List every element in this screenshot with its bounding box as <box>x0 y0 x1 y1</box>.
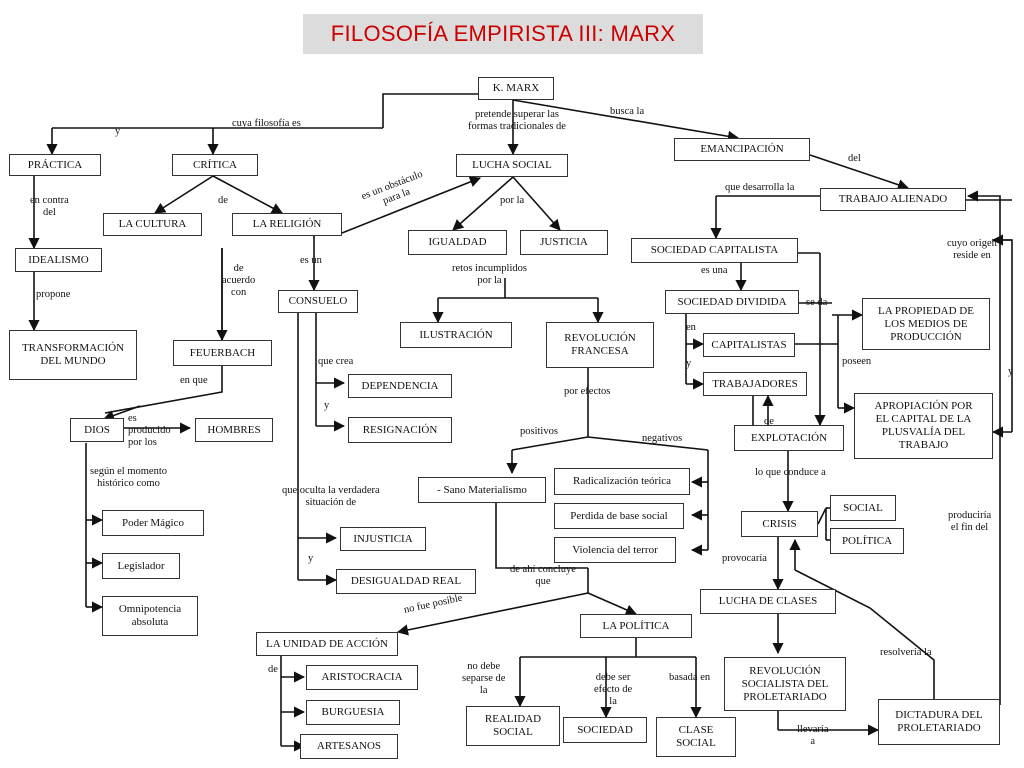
label-propone: propone <box>36 289 71 300</box>
label-por-efectos: por efectos <box>564 386 611 397</box>
label-resolveria-la: resolvería la <box>880 647 932 658</box>
label-por-la-1: por la <box>500 195 525 206</box>
node-dios: DIOS <box>70 418 124 442</box>
node-la-politica: LA POLÍTICA <box>580 614 692 638</box>
node-radicalizacion: Radicalización teórica <box>554 468 690 495</box>
node-transformacion: TRANSFORMACIÓN DEL MUNDO <box>9 330 137 380</box>
label-y-left: y <box>115 126 121 137</box>
page-title: FILOSOFÍA EMPIRISTA III: MARX <box>303 14 703 54</box>
node-justicia: JUSTICIA <box>520 230 608 255</box>
label-es-producido: es producido por los <box>128 413 171 448</box>
node-practica: PRÁCTICA <box>9 154 101 176</box>
node-trabajadores: TRABAJADORES <box>703 372 807 396</box>
node-idealismo: IDEALISMO <box>15 248 102 272</box>
label-y-dep: y <box>324 400 330 411</box>
label-del: del <box>848 153 861 164</box>
node-revolucion-francesa: REVOLUCIÓN FRANCESA <box>546 322 654 368</box>
node-hombres: HOMBRES <box>195 418 273 442</box>
node-politica-box: POLÍTICA <box>830 528 904 554</box>
node-consuelo: CONSUELO <box>278 290 358 313</box>
label-basada-en: basada en <box>669 672 711 683</box>
label-cuya-filosofia: cuya filosofía es <box>232 118 301 129</box>
label-segun-momento: según el momento histórico como <box>90 466 167 489</box>
label-en-que: en que <box>180 375 208 386</box>
node-igualdad: IGUALDAD <box>408 230 507 255</box>
node-perdida-base: Perdida de base social <box>554 503 684 529</box>
node-social: SOCIAL <box>830 495 896 521</box>
label-no-debe-separarse: no debe separse de la <box>462 661 506 696</box>
node-la-cultura: LA CULTURA <box>103 213 202 236</box>
label-produciria: produciría el fin del <box>948 510 992 533</box>
node-feuerbach: FEUERBACH <box>173 340 272 366</box>
label-de-critica: de <box>218 195 228 206</box>
node-aristocracia: ARISTOCRACIA <box>306 665 418 690</box>
node-capitalistas: CAPITALISTAS <box>703 333 795 357</box>
node-dependencia: DEPENDENCIA <box>348 374 452 398</box>
node-crisis: CRISIS <box>741 511 818 537</box>
node-dictadura: DICTADURA DEL PROLETARIADO <box>878 699 1000 745</box>
node-sociedad-capitalista: SOCIEDAD CAPITALISTA <box>631 238 798 263</box>
node-sano-materialismo: - Sano Materialismo <box>418 477 546 503</box>
node-propiedad-medios: LA PROPIEDAD DE LOS MEDIOS DE PRODUCCIÓN <box>862 298 990 350</box>
label-en: en <box>686 322 696 333</box>
node-legislador: Legislador <box>102 553 180 579</box>
node-injusticia: INJUSTICIA <box>340 527 426 551</box>
node-resignacion: RESIGNACIÓN <box>348 417 452 443</box>
node-artesanos: ARTESANOS <box>300 734 398 759</box>
label-debe-ser-efecto: debe ser efecto de la <box>594 672 633 707</box>
label-de-unidad: de <box>268 664 278 675</box>
label-que-desarrolla: que desarrolla la <box>725 182 795 193</box>
node-sociedad-dividida: SOCIEDAD DIVIDIDA <box>665 290 799 314</box>
label-que-crea: que crea <box>318 356 354 367</box>
label-de-ahi-concluye: de ahí concluye que <box>510 564 576 587</box>
label-en-contra-del: en contra del <box>30 195 69 218</box>
label-negativos: negativos <box>642 433 683 444</box>
node-desigualdad-real: DESIGUALDAD REAL <box>336 569 476 594</box>
node-burguesia: BURGUESIA <box>306 700 400 725</box>
node-sociedad: SOCIEDAD <box>563 717 647 743</box>
label-de-expl: de <box>764 416 774 427</box>
label-lo-que-conduce: lo que conduce a <box>755 467 826 478</box>
label-cuyo-origen: cuyo origen reside en <box>947 238 997 261</box>
node-omnipotencia: Omnipotencia absoluta <box>102 596 198 636</box>
node-unidad-accion: LA UNIDAD DE ACCIÓN <box>256 632 398 656</box>
label-positivos: positivos <box>520 426 558 437</box>
node-emancipacion: EMANCIPACIÓN <box>674 138 810 161</box>
node-la-religion: LA RELIGIÓN <box>232 213 342 236</box>
label-llevaria-a: llevaría a <box>797 724 829 747</box>
label-de-acuerdo-con: de acuerdo con <box>222 263 256 298</box>
label-poseen: poseen <box>842 356 872 367</box>
node-apropiacion: APROPIACIÓN POR EL CAPITAL DE LA PLUSVAL… <box>854 393 993 459</box>
node-revolucion-socialista: REVOLUCIÓN SOCIALISTA DEL PROLETARIADO <box>724 657 846 711</box>
node-k-marx: K. MARX <box>478 77 554 100</box>
label-busca-la: busca la <box>610 106 645 117</box>
node-lucha-social: LUCHA SOCIAL <box>456 154 568 177</box>
label-que-oculta: que oculta la verdadera situación de <box>282 485 380 508</box>
label-es-un: es un <box>300 255 322 266</box>
node-violencia-terror: Violencia del terror <box>554 537 676 563</box>
node-ilustracion: ILUSTRACIÓN <box>400 322 512 348</box>
node-poder-magico: Poder Mágico <box>102 510 204 536</box>
label-provocaria: provocaría <box>722 553 767 564</box>
node-lucha-clases: LUCHA DE CLASES <box>700 589 836 614</box>
label-se-da: se da <box>806 297 828 308</box>
label-retos-incumplidos: retos incumplidos por la <box>452 263 527 286</box>
node-clase-social: CLASE SOCIAL <box>656 717 736 757</box>
node-trabajo-alienado: TRABAJO ALIENADO <box>820 188 966 211</box>
label-es-una: es una <box>701 265 728 276</box>
label-y-inj: y <box>308 553 314 564</box>
node-realidad-social: REALIDAD SOCIAL <box>466 706 560 746</box>
label-y-right: y <box>1008 366 1014 377</box>
label-y-cap: y <box>686 358 692 369</box>
label-pretende-superar: pretende superar las formas tradicionale… <box>468 109 566 132</box>
node-explotacion: EXPLOTACIÓN <box>734 425 844 451</box>
node-critica: CRÍTICA <box>172 154 258 176</box>
